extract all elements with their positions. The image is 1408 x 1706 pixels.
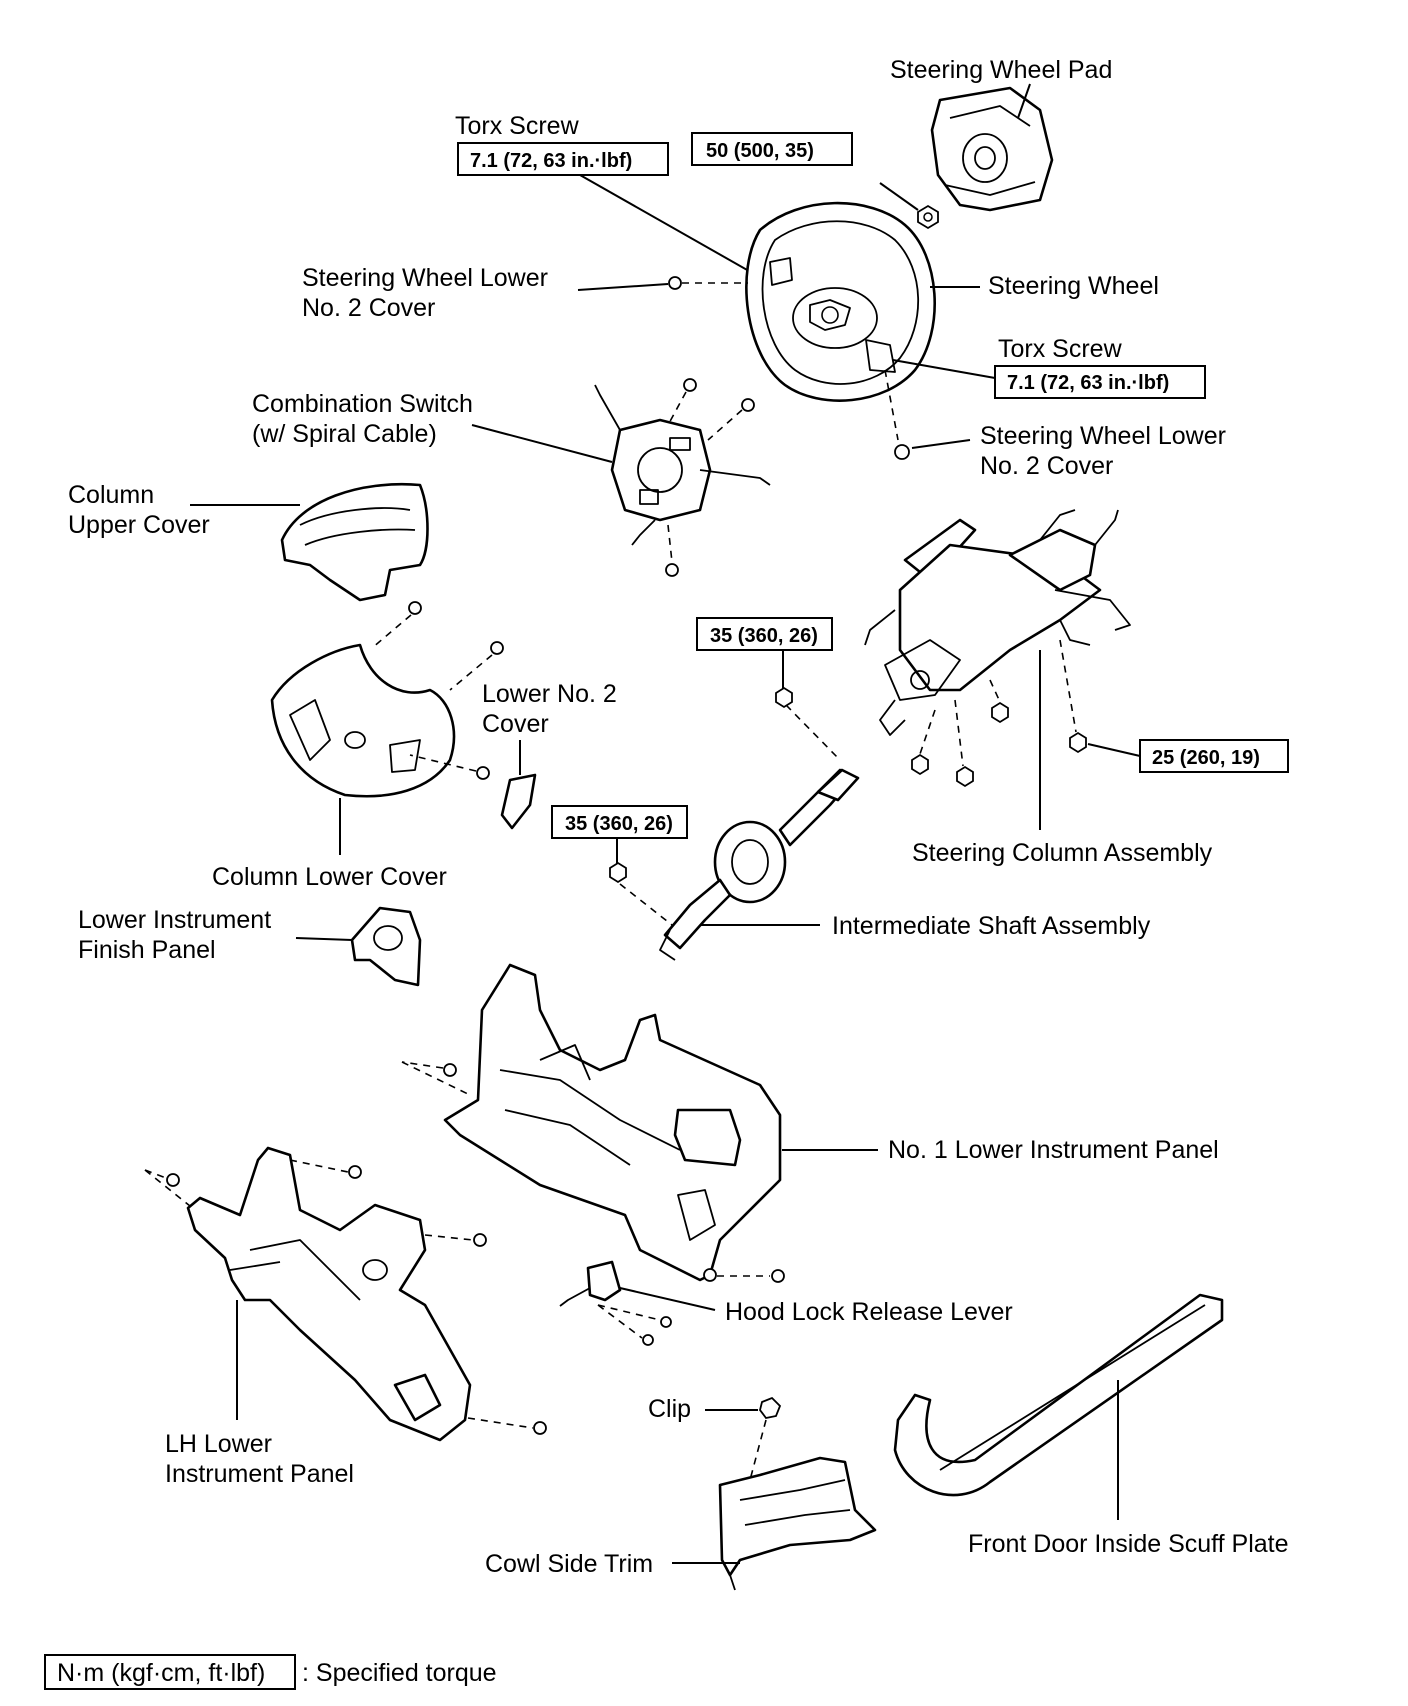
label-clip: Clip bbox=[648, 1395, 691, 1423]
label-lower-instrument-finish-panel-1: Lower Instrument bbox=[78, 906, 271, 934]
front-door-inside-scuff-plate bbox=[893, 1293, 1224, 1497]
label-column-lower-cover: Column Lower Cover bbox=[212, 863, 447, 891]
label-hood-lock-release-lever: Hood Lock Release Lever bbox=[725, 1298, 1013, 1326]
lh-lower-instrument-panel bbox=[186, 1146, 472, 1442]
label-no1-lower-instrument-panel: No. 1 Lower Instrument Panel bbox=[888, 1136, 1219, 1164]
label-column-upper-cover-1: Column bbox=[68, 481, 154, 509]
torque-box-shaft-bolt bbox=[551, 805, 688, 839]
torque-box-column-bolt bbox=[696, 617, 833, 651]
legend-text: : Specified torque bbox=[302, 1659, 497, 1687]
label-lh-lower-instrument-panel-1: LH Lower bbox=[165, 1430, 272, 1458]
torque-torx-top: 7.1 (72, 63 in.·lbf) bbox=[470, 150, 632, 172]
label-lower-no2-cover-2: Cover bbox=[482, 710, 549, 738]
label-combination-switch-2: (w/ Spiral Cable) bbox=[252, 420, 437, 448]
torque-steering-wheel-nut: 50 (500, 35) bbox=[706, 140, 814, 162]
column-upper-cover bbox=[280, 482, 429, 602]
no1-lower-instrument-panel bbox=[443, 963, 782, 1282]
label-sw-lower-cover-left-1: Steering Wheel Lower bbox=[302, 264, 548, 292]
steering-wheel-nut bbox=[917, 204, 939, 230]
label-steering-wheel-pad: Steering Wheel Pad bbox=[890, 56, 1112, 84]
torque-box-steering-wheel-nut bbox=[691, 132, 853, 166]
lower-instrument-finish-panel bbox=[350, 906, 422, 987]
label-intermediate-shaft-assembly: Intermediate Shaft Assembly bbox=[832, 912, 1151, 940]
label-steering-column-assembly: Steering Column Assembly bbox=[912, 839, 1213, 867]
torque-column-nut: 25 (260, 19) bbox=[1152, 747, 1260, 769]
intermediate-shaft-assembly bbox=[659, 768, 860, 961]
steering-wheel bbox=[745, 201, 936, 402]
cowl-side-trim bbox=[718, 1456, 877, 1591]
legend-unit: N·m (kgf·cm, ft·lbf) bbox=[57, 1659, 265, 1687]
hood-lock-release-lever bbox=[559, 1260, 622, 1307]
label-torx-screw-right: Torx Screw bbox=[998, 335, 1123, 363]
label-front-door-inside-scuff-plate: Front Door Inside Scuff Plate bbox=[968, 1530, 1289, 1558]
label-cowl-side-trim: Cowl Side Trim bbox=[485, 1550, 653, 1578]
label-sw-lower-cover-right-2: No. 2 Cover bbox=[980, 452, 1113, 480]
lower-no2-cover bbox=[500, 773, 537, 830]
label-lower-instrument-finish-panel-2: Finish Panel bbox=[78, 936, 216, 964]
label-sw-lower-cover-left-2: No. 2 Cover bbox=[302, 294, 435, 322]
torque-torx-right: 7.1 (72, 63 in.·lbf) bbox=[1007, 372, 1169, 394]
torque-column-bolt: 35 (360, 26) bbox=[710, 625, 818, 647]
label-column-upper-cover-2: Upper Cover bbox=[68, 511, 210, 539]
sw-lower-cover-left-part bbox=[668, 276, 682, 290]
label-sw-lower-cover-right-1: Steering Wheel Lower bbox=[980, 422, 1226, 450]
legend-unit-box bbox=[44, 1654, 296, 1690]
torque-box-column-nut bbox=[1139, 739, 1289, 773]
sw-lower-cover-right-part bbox=[894, 444, 910, 460]
label-torx-screw-top: Torx Screw bbox=[455, 112, 580, 140]
clip bbox=[759, 1396, 782, 1419]
combination-switch bbox=[594, 384, 771, 546]
label-lower-no2-cover-1: Lower No. 2 bbox=[482, 680, 617, 708]
steering-wheel-pad bbox=[930, 86, 1054, 212]
column-lower-cover bbox=[270, 643, 456, 798]
torque-box-torx-top bbox=[457, 142, 669, 176]
torque-shaft-bolt: 35 (360, 26) bbox=[565, 813, 673, 835]
label-combination-switch-1: Combination Switch bbox=[252, 390, 473, 418]
label-steering-wheel: Steering Wheel bbox=[988, 272, 1159, 300]
torque-box-torx-right bbox=[994, 365, 1206, 399]
steering-column-assembly bbox=[864, 509, 1131, 736]
label-lh-lower-instrument-panel-2: Instrument Panel bbox=[165, 1460, 354, 1488]
